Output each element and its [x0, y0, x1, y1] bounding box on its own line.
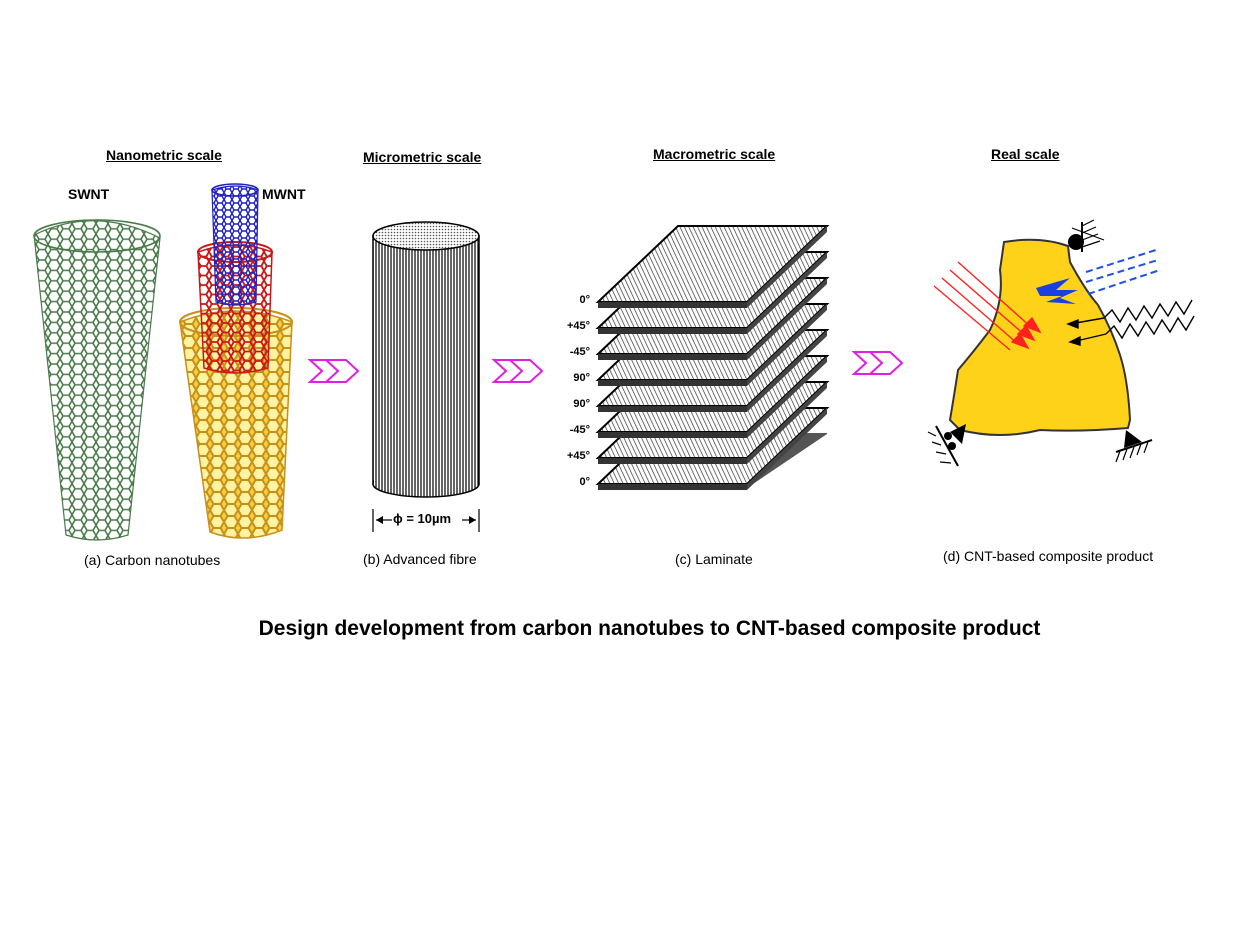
ply-label: +45° — [566, 450, 590, 462]
fixed-support-icon — [1115, 430, 1153, 463]
blue-spike-icon — [1036, 278, 1078, 304]
fibre-diameter-label: ϕ = 10µm — [393, 511, 452, 526]
spring-load-icon — [1066, 299, 1195, 346]
caption-carbon-nanotubes: (a) Carbon nanotubes — [84, 552, 221, 568]
mwnt-label: MWNT — [262, 186, 306, 202]
ply-1 — [595, 225, 830, 308]
blue-load-lines — [1085, 249, 1161, 295]
ply-label: 0° — [579, 476, 590, 488]
ply-label: 90° — [573, 398, 590, 410]
micrometric-scale-title: Micrometric scale — [363, 149, 482, 165]
real-scale-title: Real scale — [991, 146, 1060, 162]
ply-label: -45° — [569, 424, 590, 436]
caption-composite-product: (d) CNT-based composite product — [943, 548, 1154, 564]
pin-support-icon — [1068, 219, 1105, 252]
caption-advanced-fibre: (b) Advanced fibre — [363, 551, 477, 567]
nanometric-scale-title: Nanometric scale — [106, 147, 222, 163]
ply-label: 90° — [573, 372, 590, 384]
roller-support-icon — [927, 424, 966, 467]
ply-label: -45° — [569, 346, 590, 358]
arrow-icon — [307, 359, 360, 383]
ply-label: +45° — [566, 320, 590, 332]
macrometric-scale-title: Macrometric scale — [653, 146, 776, 162]
ply-label: 0° — [579, 294, 590, 306]
arrow-icon — [851, 351, 904, 375]
caption-laminate: (c) Laminate — [675, 551, 753, 567]
arrow-icon — [491, 359, 544, 383]
red-load-arrows — [933, 261, 1042, 351]
swnt-label: SWNT — [68, 186, 110, 202]
figure-title: Design development from carbon nanotubes… — [258, 617, 1041, 640]
